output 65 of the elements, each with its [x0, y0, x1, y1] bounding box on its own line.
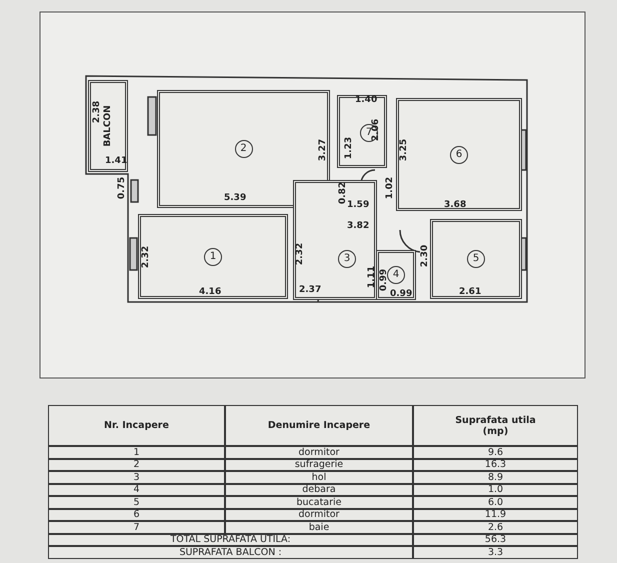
table-cell: 1	[48, 446, 225, 458]
dimension-label: 2.32	[295, 242, 306, 266]
room-area	[376, 250, 416, 300]
room-area	[157, 90, 330, 208]
room-name: BALCON	[103, 105, 113, 147]
dimension-label: 1.11	[367, 266, 378, 288]
room-area	[430, 219, 522, 299]
table-cell: dormitor	[225, 508, 413, 521]
dimension-label: 5.39	[224, 193, 246, 203]
header-cell: Denumire Incapere	[225, 405, 413, 446]
dimension-label: 2.61	[459, 287, 482, 297]
table-cell: 11.9	[413, 508, 578, 521]
table-cell: 56.3	[413, 534, 578, 546]
dimension-label: 2.37	[299, 285, 322, 295]
table-cell: 3.3	[413, 546, 578, 558]
room-number: 2	[234, 140, 252, 158]
dimension-label: 0.99	[390, 289, 412, 299]
dimension-label: 1.40	[355, 95, 378, 105]
table-cell: 2.6	[413, 521, 578, 534]
dimension-label: 0.82	[338, 182, 348, 204]
table-cell: 6.0	[413, 496, 578, 508]
table-cell: 6	[48, 508, 225, 521]
table-cell: sufragerie	[225, 458, 413, 471]
table-cell: SUPRAFATA BALCON :	[48, 546, 413, 558]
balcony-area	[88, 80, 128, 172]
dimension-label: 1.02	[385, 176, 396, 200]
dimension-label: 2.38	[92, 100, 102, 124]
dimension-label: 3.27	[318, 138, 328, 162]
dimension-label: 3.68	[444, 200, 466, 210]
table-cell: debara	[225, 484, 413, 496]
room-area	[293, 180, 377, 300]
dimension-label: 1.23	[344, 136, 354, 160]
table-cell: bucatarie	[225, 496, 413, 508]
room-area	[138, 214, 288, 299]
dimension-label: 2.30	[420, 244, 430, 268]
table-cell: TOTAL SUPRAFATA UTILA:	[48, 534, 413, 546]
header-cell: Nr. Incapere	[48, 405, 225, 446]
table-cell: 16.3	[413, 458, 578, 471]
dimension-label: 2.32	[141, 246, 152, 268]
header-cell: Suprafata utila (mp)	[413, 405, 578, 446]
table-cell: 8.9	[413, 471, 578, 484]
room-area	[396, 98, 522, 211]
table-cell: baie	[225, 521, 413, 534]
table-cell: 1.0	[413, 484, 578, 496]
dimension-label: 3.25	[399, 138, 410, 162]
table-cell: 2	[48, 458, 225, 471]
room-number: 6	[450, 146, 468, 164]
room-area	[337, 95, 387, 168]
room-number: 3	[338, 250, 356, 268]
dimension-label: 1.59	[347, 200, 370, 210]
dimension-label: 0.99	[379, 268, 390, 292]
dimension-label: 3.82	[347, 221, 370, 231]
room-number: 5	[467, 250, 485, 268]
dimension-label: 0.75	[117, 176, 128, 200]
room-number: 4	[387, 266, 405, 284]
table-cell: 3	[48, 471, 225, 484]
table-cell: 7	[48, 521, 225, 534]
dimension-label: 4.16	[199, 287, 222, 297]
dimension-label: 2.06	[371, 118, 382, 142]
room-number: 1	[204, 248, 222, 266]
table-cell: hol	[225, 471, 413, 484]
table-cell: 9.6	[413, 446, 578, 458]
table-cell: 5	[48, 496, 225, 508]
table-cell: 4	[48, 484, 225, 496]
table-cell: dormitor	[225, 446, 413, 458]
